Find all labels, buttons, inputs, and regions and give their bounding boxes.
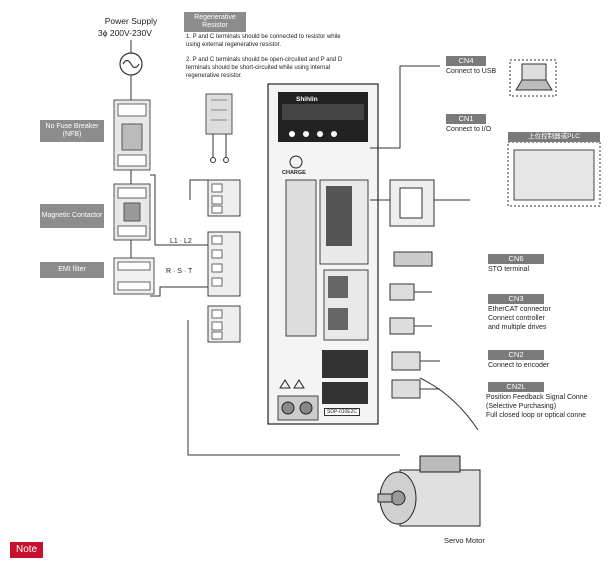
cn2-tag: CN2 <box>488 350 544 360</box>
cn2l-tag: CN2L <box>488 382 544 392</box>
note-badge: Note <box>10 542 44 558</box>
cn1-tag: CN1 <box>446 114 486 124</box>
drive-model: SDP-010E2C <box>324 408 361 417</box>
regen-resistor-tag: Regenerative Resistor <box>184 12 246 32</box>
cn6-tag: CN6 <box>488 254 544 264</box>
l1l2-label: L1 · L2 <box>170 238 192 245</box>
cn2l-desc: Position Feedback Signal Conne (Selectiv… <box>486 394 588 419</box>
servo-motor-label: Servo Motor <box>444 536 485 545</box>
contactor-tag: Magnetic Contactor <box>40 204 104 228</box>
cn2-desc: Connect to encoder <box>488 362 550 369</box>
rst-label: R · S · T <box>166 268 193 275</box>
cn3-desc: EtherCAT connector Connect controller an… <box>488 306 551 331</box>
drive-brand: Shihlin <box>296 96 318 103</box>
regen-note-2: 2. P and C terminals should be open-circ… <box>186 57 343 79</box>
power-supply-spec: 3ϕ 200V-230V <box>98 28 152 38</box>
cn4-desc: Connect to USB <box>446 68 497 75</box>
plc-label: 上位控制器或PLC <box>508 132 600 142</box>
cn6-desc: STO terminal <box>488 266 530 273</box>
emi-tag: EMI filter <box>40 262 104 278</box>
cn4-tag: CN4 <box>446 56 486 66</box>
nfb-tag: No Fuse Breaker (NFB) <box>40 120 104 142</box>
cn3-tag: CN3 <box>488 294 544 304</box>
cn1-desc: Connect to I/O <box>446 126 492 133</box>
charge-label: CHARGE <box>282 170 306 176</box>
regen-note-1: 1. P and C terminals should be connected… <box>186 34 341 48</box>
power-supply-title: Power Supply <box>104 16 158 26</box>
